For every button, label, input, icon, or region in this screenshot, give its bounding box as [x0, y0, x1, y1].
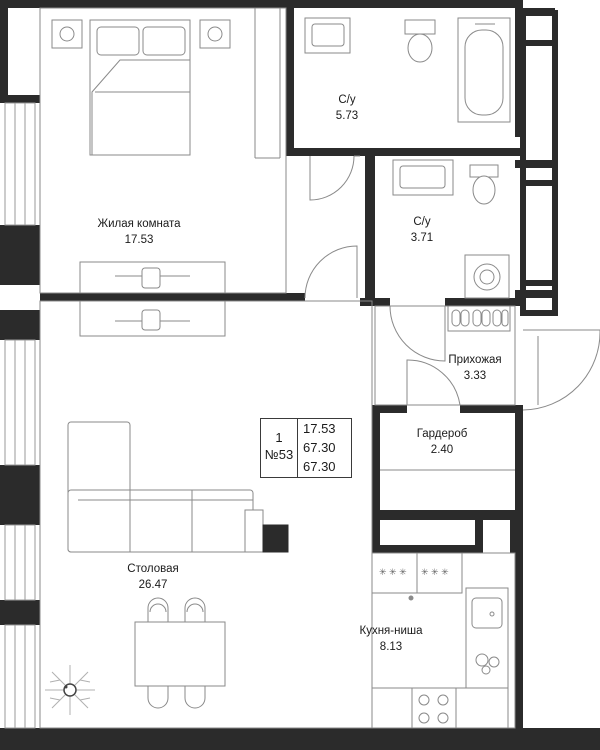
- dining-name: Столовая: [127, 563, 179, 575]
- bathroom-2-area: 3.71: [410, 232, 434, 244]
- shoe-rack: [447, 305, 511, 332]
- apartment-areas: 17.53 67.30 67.30: [303, 419, 336, 476]
- apartment-number: №53: [264, 447, 294, 462]
- shafts: [520, 10, 558, 316]
- bathroom-2-name: С/у: [413, 216, 431, 228]
- dining-table: [134, 597, 226, 709]
- apartment-id: 1 №53: [261, 419, 298, 477]
- room-label-hallway: Прихожая 3.33: [448, 352, 501, 384]
- bathroom-2-fixtures: [392, 159, 510, 299]
- apartment-info-box: 1 №53 17.53 67.30 67.30: [260, 418, 352, 478]
- room-label-kitchen: Кухня-ниша 8.13: [359, 623, 422, 655]
- total-area-value-2: 67.30: [303, 459, 336, 474]
- dining-area: 26.47: [138, 579, 168, 591]
- snowflake-logo-icon: [45, 665, 95, 715]
- rooms-count: 1: [275, 430, 283, 445]
- room-label-bathroom-1: С/у 5.73: [336, 92, 358, 124]
- wardrobe-area: 2.40: [430, 444, 454, 456]
- room-label-bathroom-2: С/у 3.71: [411, 214, 433, 246]
- desk: [79, 261, 226, 337]
- doors: [304, 155, 600, 411]
- living-name: Жилая комната: [97, 218, 181, 230]
- compass-icon: [63, 683, 77, 697]
- room-label-dining: Столовая 26.47: [127, 561, 178, 593]
- bathroom-1-fixtures: [304, 17, 511, 123]
- kitchen-name: Кухня-ниша: [359, 625, 423, 637]
- total-area-value: 67.30: [303, 440, 336, 455]
- kitchen-fixtures: ✳ ✳ ✳ ✳ ✳ ✳: [371, 552, 509, 729]
- bed: [51, 19, 231, 156]
- kitchen-area: 8.13: [379, 641, 403, 653]
- living-area-value: 17.53: [303, 421, 336, 436]
- room-label-wardrobe: Гардероб 2.40: [417, 426, 468, 458]
- wardrobe-name: Гардероб: [416, 428, 468, 440]
- hallway-area: 3.33: [463, 370, 487, 382]
- room-label-living: Жилая комната 17.53: [97, 216, 180, 248]
- svg-text:✳ ✳ ✳: ✳ ✳ ✳: [379, 567, 407, 577]
- bathroom-1-name: С/у: [338, 94, 356, 106]
- bathroom-1-area: 5.73: [335, 110, 359, 122]
- sofa: [67, 421, 289, 553]
- svg-text:✳ ✳ ✳: ✳ ✳ ✳: [421, 567, 449, 577]
- hallway-name: Прихожая: [448, 354, 502, 366]
- living-area: 17.53: [124, 234, 154, 246]
- windows: [4, 102, 36, 729]
